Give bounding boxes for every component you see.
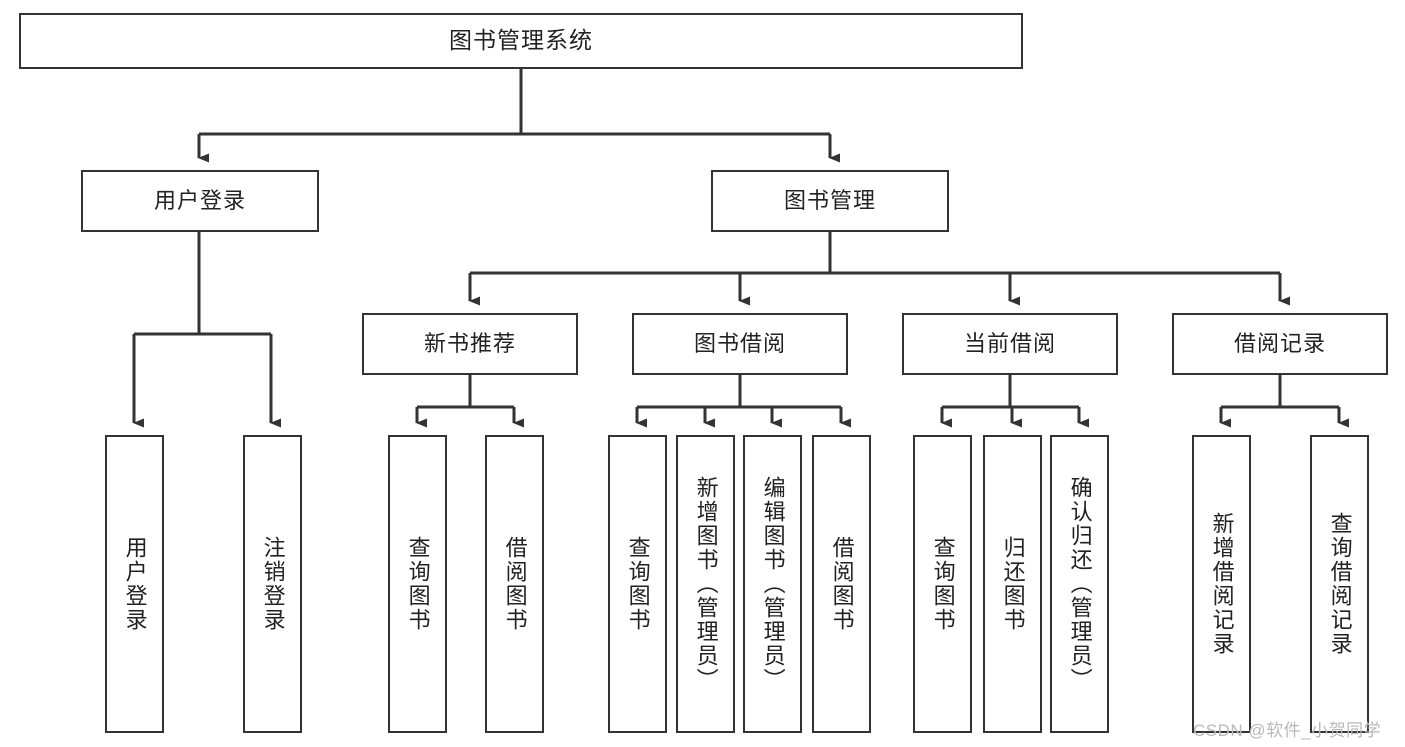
node-leaf-borrow-book-1[interactable]: 借阅图书	[485, 435, 544, 733]
node-leaf-confirm-return-admin[interactable]: 确认归还（管理员）	[1050, 435, 1109, 733]
node-root[interactable]: 图书管理系统	[19, 13, 1023, 69]
node-leaf-query-book-2[interactable]: 查询图书	[608, 435, 667, 733]
node-leaf-add-book-admin[interactable]: 新增图书（管理员）	[676, 435, 735, 733]
node-level2-book-mgmt[interactable]: 图书管理	[711, 170, 949, 232]
node-leaf-query-book-1[interactable]: 查询图书	[388, 435, 447, 733]
node-leaf-user-login[interactable]: 用户登录	[105, 435, 164, 733]
node-leaf-borrow-book-2[interactable]: 借阅图书	[812, 435, 871, 733]
node-leaf-query-book-3[interactable]: 查询图书	[913, 435, 972, 733]
node-level3-new-book-recommend[interactable]: 新书推荐	[362, 313, 578, 375]
node-level2-user-login[interactable]: 用户登录	[81, 170, 319, 232]
node-leaf-return-book[interactable]: 归还图书	[983, 435, 1042, 733]
node-level3-book-borrow[interactable]: 图书借阅	[632, 313, 848, 375]
node-leaf-edit-book-admin[interactable]: 编辑图书（管理员）	[743, 435, 802, 733]
node-level3-borrow-record[interactable]: 借阅记录	[1172, 313, 1388, 375]
node-leaf-logout[interactable]: 注销登录	[243, 435, 302, 733]
node-leaf-query-borrow-record[interactable]: 查询借阅记录	[1310, 435, 1369, 733]
node-level3-current-borrow[interactable]: 当前借阅	[902, 313, 1118, 375]
node-leaf-add-borrow-record[interactable]: 新增借阅记录	[1192, 435, 1251, 733]
